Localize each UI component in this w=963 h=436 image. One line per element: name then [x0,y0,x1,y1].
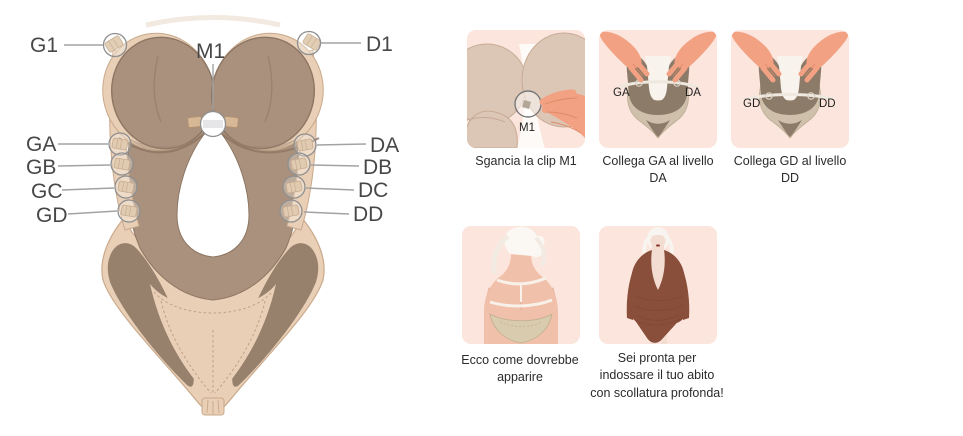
step-card-3: GD DD [731,30,849,148]
diagram-label-gb: GB [26,156,56,179]
left-hand [731,31,782,83]
diagram-label-ga: GA [26,133,56,156]
step-1-illustration: M1 [467,32,585,148]
step-3-caption: Collega GD al livello DD [733,154,847,186]
face [650,231,666,249]
back-straps [489,276,553,308]
step-3-illustration: GD DD [731,31,849,139]
step-card-1: M1 [467,30,585,148]
center-clip [187,110,239,138]
step-3-label-dd: DD [819,98,836,110]
garment-top-edge [145,15,281,28]
diagram-label-db: DB [363,156,392,179]
clip-glyph [522,100,531,109]
crotch-tab [201,397,225,416]
front-panel-seams [153,291,273,394]
strap-ring-right [807,92,815,100]
strap [618,80,698,89]
step-5-caption: Sei pronta per indossare il tuo abito co… [590,351,724,400]
step-2-label-ga: GA [613,87,630,99]
step-2-label-da: DA [685,87,701,99]
step-card-4 [462,226,580,344]
left-leg-panel [107,243,194,387]
step-card-2: GA DA [599,30,717,148]
bodysuit-diagram: G1 M1 D1 GA GB GC GD DA DB DC DD [0,0,440,436]
step-4-illustration [484,226,558,344]
right-hand [666,31,717,83]
strap [746,93,834,101]
step-1-label-m1: M1 [519,122,535,134]
dress [626,250,690,343]
step-3-label-gd: GD [743,98,760,110]
bottom-tip [646,120,670,137]
diagram-label-dd: DD [353,203,383,226]
step-2-illustration: GA DA [599,31,717,139]
diagram-label-gc: GC [31,180,63,203]
leader-lines [57,42,367,215]
step-5-illustration [626,227,690,344]
diagram-label-d1: D1 [366,33,393,56]
thong-bottom [489,313,553,344]
diagram-label-dc: DC [358,179,388,202]
diagram-label-m1: M1 [196,40,225,63]
diagram-label-gd: GD [36,204,68,227]
lips [656,244,660,247]
step-1-caption: Sgancia la clip M1 [475,154,577,168]
diagram-label-da: DA [370,134,399,157]
right-hand [798,31,849,83]
right-leg-panel [232,243,319,387]
bodysuit-diagram-svg: G1 M1 D1 GA GB GC GD DA DB DC DD [26,15,399,416]
lower-bust [467,110,518,148]
left-hand [599,31,650,83]
diagram-label-g1: G1 [30,34,58,57]
top-clips [102,30,322,58]
hand [539,89,585,138]
bottom-tip [778,120,802,137]
step-card-5 [599,226,717,344]
side-clips [108,132,317,223]
hair [491,226,546,275]
strap-ring-left [765,92,773,100]
step-4-caption: Ecco come dovrebbe apparire [461,353,579,385]
step-2-caption: Collega GA al livello DA [602,154,714,186]
